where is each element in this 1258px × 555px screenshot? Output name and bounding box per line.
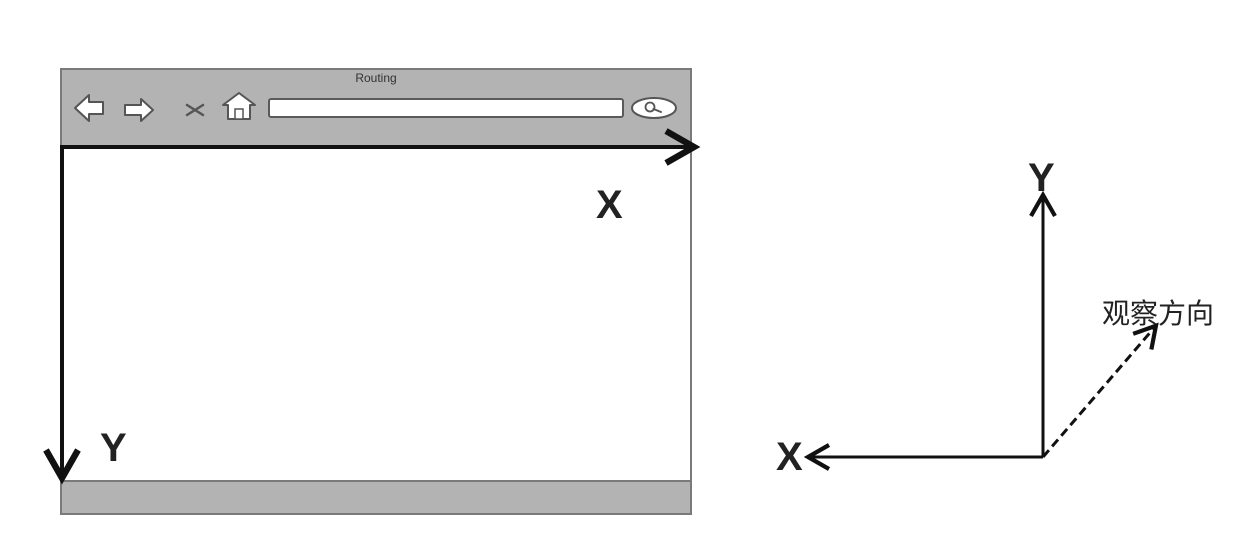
screen-y-axis-label: Y	[100, 426, 127, 470]
browser-window-mockup: Routing	[60, 68, 692, 515]
browser-toolbar: Routing	[62, 70, 690, 148]
world-x-axis-label: X	[776, 435, 803, 479]
stop-icon[interactable]	[184, 102, 206, 118]
window-title: Routing	[355, 71, 397, 85]
address-bar[interactable]	[268, 98, 624, 118]
view-direction-label: 观察方向	[1102, 297, 1215, 330]
back-arrow-icon[interactable]	[72, 92, 108, 124]
world-y-axis-label: Y	[1028, 156, 1055, 200]
screen-x-axis-label: X	[596, 183, 623, 227]
view-direction-arrow	[1041, 322, 1159, 458]
search-icon[interactable]	[630, 96, 678, 120]
forward-arrow-icon[interactable]	[122, 97, 156, 123]
home-icon[interactable]	[220, 90, 258, 122]
status-bar	[62, 480, 690, 513]
